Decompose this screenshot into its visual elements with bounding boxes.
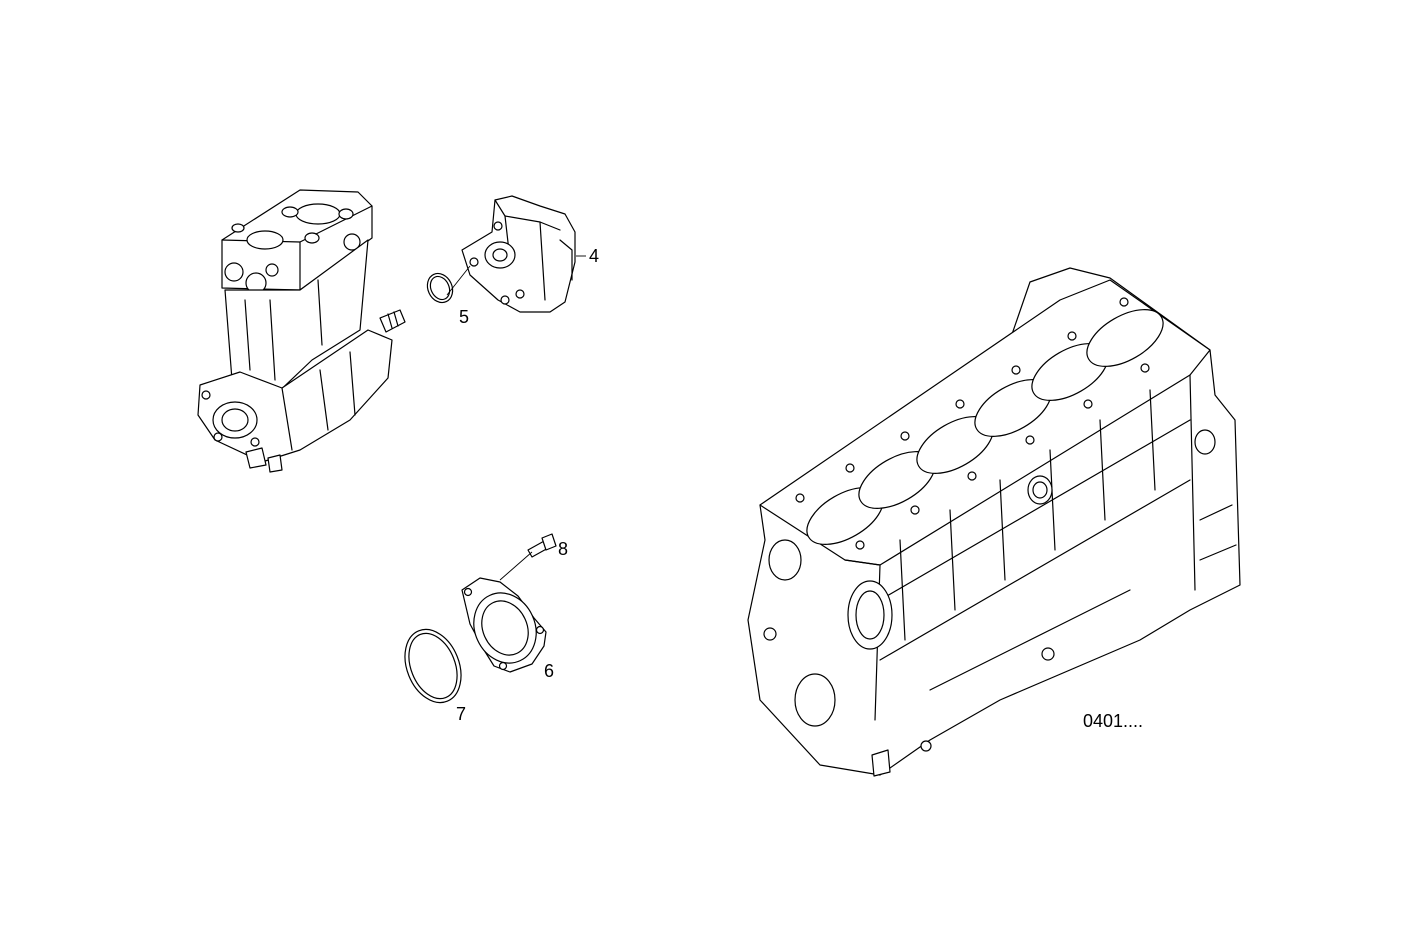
diagram-reference-code: 0401....	[1083, 711, 1143, 731]
part-6-seal-cover-drawing	[461, 577, 547, 673]
air-compressor-drawing	[197, 189, 406, 473]
part-7-o-ring-drawing	[404, 628, 462, 704]
part-5-o-ring-drawing	[426, 265, 471, 304]
callout-6: 6	[544, 661, 554, 681]
part-8-bolt-drawing	[499, 533, 557, 581]
callout-4: 4	[589, 246, 599, 266]
callout-7: 7	[456, 704, 466, 724]
callout-8: 8	[558, 539, 568, 559]
engine-block-drawing	[747, 267, 1241, 777]
callout-5: 5	[459, 307, 469, 327]
part-4-housing-drawing	[461, 195, 586, 313]
